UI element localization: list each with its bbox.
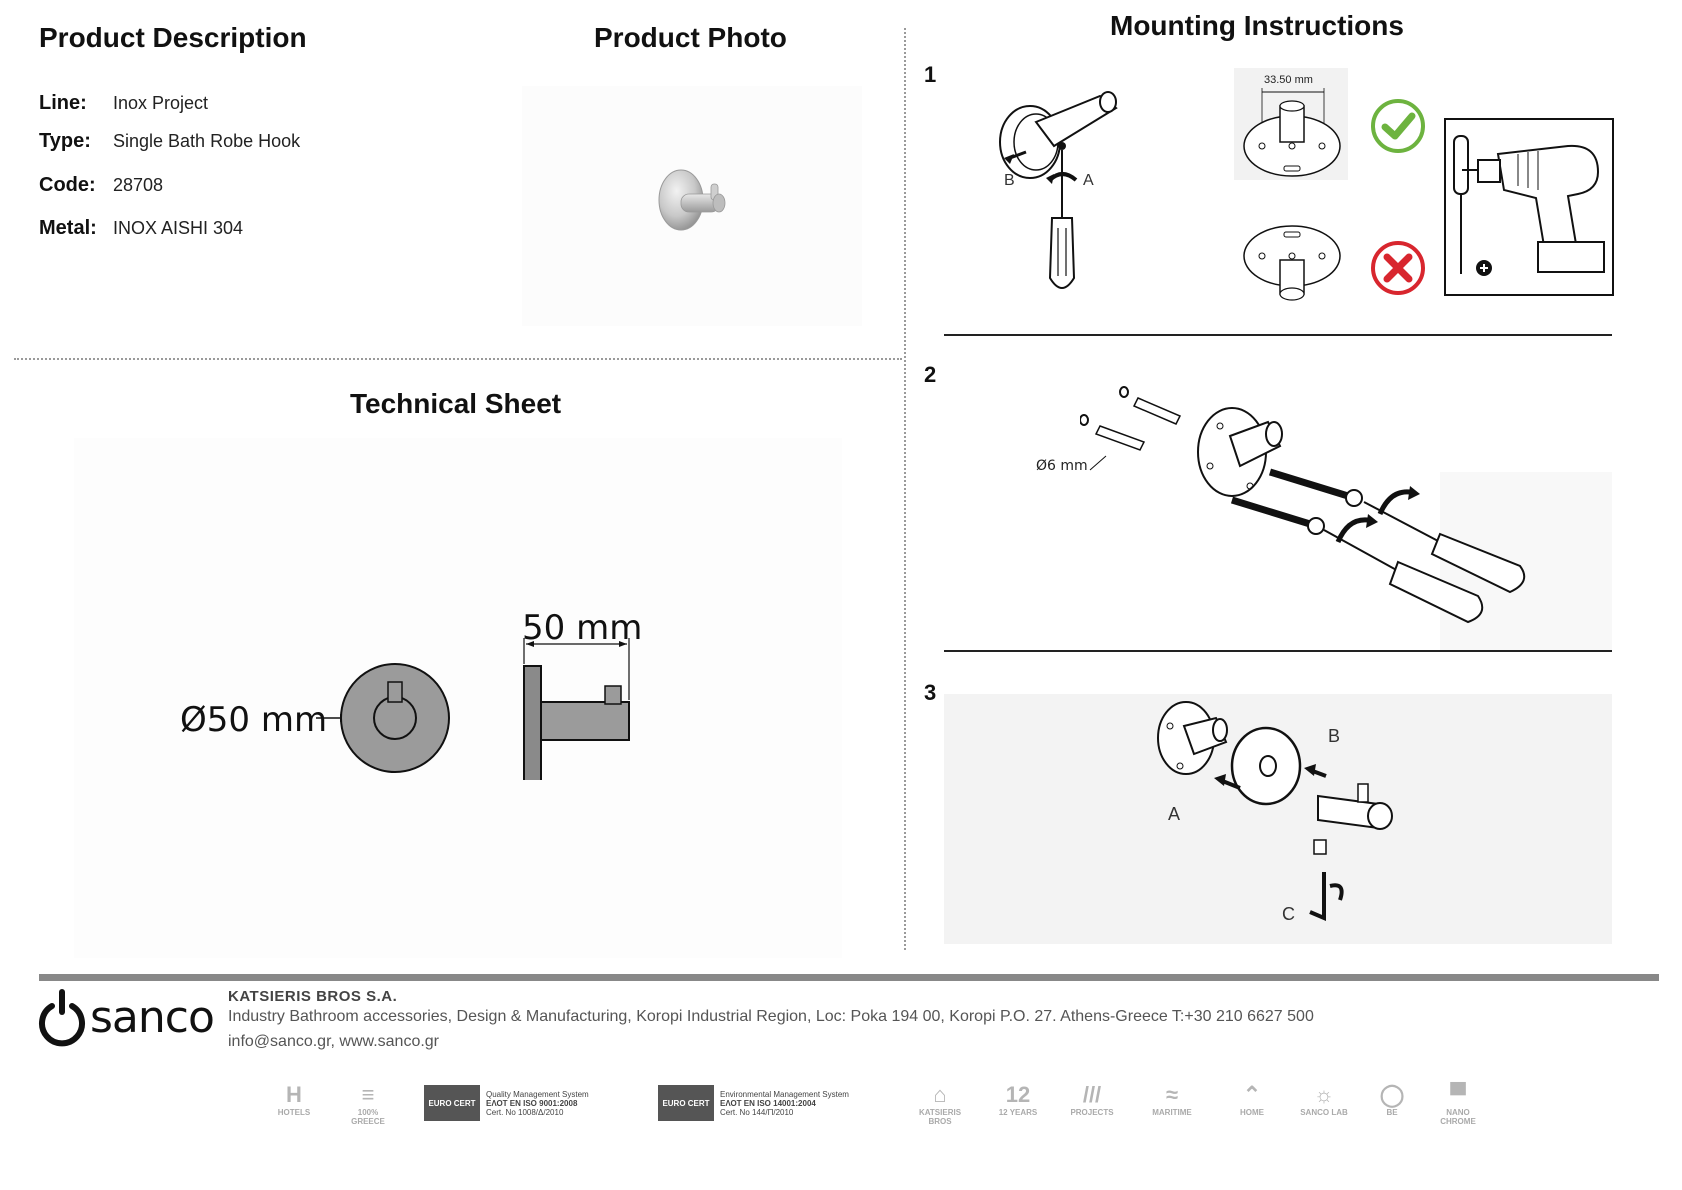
step1-dimension-label: 33.50 mm	[1264, 74, 1313, 86]
environmental-cert: EURO CERT Environmental Management Syste…	[658, 1084, 849, 1122]
step3-assembly-drawing	[1157, 701, 1393, 922]
company-name: KATSIERIS BROS S.A.	[228, 988, 398, 1005]
mark-label: HOME	[1240, 1108, 1264, 1117]
home-mark: ⌃HOME	[1224, 1082, 1280, 1126]
cert-standard: ΕΛΟΤ EN ISO 14001:2004	[720, 1098, 816, 1108]
spec-metal: Metal: INOX AISHI 304	[39, 217, 243, 240]
greek-flag-icon: ≡	[361, 1082, 375, 1107]
cert-number: Cert. No 1008/Δ/2010	[486, 1107, 564, 1117]
vertical-divider	[904, 28, 906, 950]
cert-text: Environmental Management System ΕΛΟΤ EN …	[720, 1090, 849, 1117]
spec-value: Inox Project	[113, 93, 209, 113]
spec-key: Line:	[39, 92, 87, 114]
step1-label-a: A	[1083, 172, 1094, 189]
mark-label: 100% GREECE	[351, 1108, 385, 1126]
slashes-icon: ///	[1082, 1082, 1102, 1107]
spec-value: 28708	[113, 175, 164, 195]
mark-label: HOTELS	[277, 1108, 311, 1117]
product-description-heading: Product Description	[39, 22, 307, 53]
depth-label: 50 mm	[522, 608, 643, 648]
quality-cert: EURO CERT Quality Management System ΕΛΟΤ…	[424, 1084, 589, 1122]
projects-mark: ///PROJECTS	[1064, 1082, 1120, 1126]
faucet-icon: ▀	[1450, 1082, 1466, 1107]
product-photo-image	[658, 169, 726, 231]
sanco-logo-text: sanco	[90, 992, 215, 1043]
bulb-icon: ☼	[1313, 1082, 1335, 1107]
home-icon: ⌃	[1242, 1082, 1262, 1107]
nano-mark: ▀NANO CHROME	[1430, 1082, 1486, 1126]
step2-drill-label: Ø6 mm	[1036, 458, 1088, 474]
spec-key: Metal:	[39, 217, 97, 239]
be-mark: ◯BE	[1364, 1082, 1420, 1126]
step1-wrong-plate	[1243, 225, 1341, 301]
lab-mark: ☼SANCO LAB	[1296, 1082, 1352, 1126]
wave-icon: ≈	[1165, 1082, 1179, 1107]
step3-label-b: B	[1328, 726, 1341, 746]
company-address: Industry Bathroom accessories, Design & …	[228, 1008, 1314, 1025]
mounting-instructions-heading: Mounting Instructions	[1110, 10, 1404, 41]
diameter-label: Ø50 mm	[180, 700, 328, 740]
sanco-drop-logo-icon	[39, 989, 85, 1047]
spec-key: Code:	[39, 174, 96, 196]
horizontal-divider	[14, 358, 902, 360]
mark-label: BE	[1386, 1108, 1398, 1117]
twelve-years-icon: 12	[1005, 1082, 1031, 1107]
eurocert-badge: EURO CERT	[424, 1085, 480, 1121]
step1-correct-plate	[1243, 88, 1341, 177]
step2-wall-plugs-drawing	[1080, 386, 1526, 624]
step1-screwdriver-drawing	[999, 91, 1118, 289]
step-separator	[944, 650, 1612, 652]
spec-value: INOX AISHI 304	[113, 218, 244, 238]
step-number-3: 3	[924, 680, 937, 705]
spec-code: Code: 28708	[39, 174, 163, 197]
technical-drawing-area	[74, 438, 842, 958]
katsieris-mark: ⌂KATSIERIS BROS	[912, 1082, 968, 1126]
spec-value: Single Bath Robe Hook	[113, 131, 301, 151]
cert-text: Quality Management System ΕΛΟΤ EN ISO 90…	[486, 1090, 589, 1117]
cross-icon	[1371, 241, 1425, 295]
cert-title: Quality Management System	[486, 1089, 589, 1099]
company-contact: info@sanco.gr, www.sanco.gr	[228, 1033, 440, 1050]
step-number-2: 2	[924, 362, 937, 387]
hotels-icon: H	[286, 1082, 302, 1107]
mark-label: PROJECTS	[1070, 1108, 1114, 1117]
mark-label: KATSIERIS BROS	[918, 1108, 962, 1126]
spec-key: Type:	[39, 130, 91, 152]
step3-label-a: A	[1168, 804, 1181, 824]
eurocert-badge: EURO CERT	[658, 1085, 714, 1121]
mark-label: SANCO LAB	[1300, 1108, 1348, 1117]
roof-icon: ⌂	[933, 1082, 947, 1107]
cert-standard: ΕΛΟΤ EN ISO 9001:2008	[486, 1098, 578, 1108]
step1-label-b: B	[1004, 172, 1015, 189]
tools-panel	[1444, 118, 1614, 296]
footer-bar	[39, 974, 1659, 981]
spec-type: Type: Single Bath Robe Hook	[39, 130, 300, 153]
mark-label: MARITIME	[1152, 1108, 1192, 1117]
circle-icon: ◯	[1379, 1082, 1405, 1107]
maritime-mark: ≈MARITIME	[1144, 1082, 1200, 1126]
cert-title: Environmental Management System	[720, 1089, 849, 1099]
technical-sheet-heading: Technical Sheet	[350, 388, 562, 419]
cert-number: Cert. No 144/Π/2010	[720, 1107, 794, 1117]
step3-label-c: C	[1282, 904, 1295, 924]
mark-label: NANO CHROME	[1440, 1108, 1476, 1126]
greece-mark: ≡100% GREECE	[340, 1082, 396, 1126]
step-number-1: 1	[924, 62, 937, 87]
technical-drawing	[316, 638, 630, 780]
check-icon	[1371, 99, 1425, 153]
step-separator	[944, 334, 1612, 336]
spec-line: Line: Inox Project	[39, 92, 208, 115]
mark-label: 12 YEARS	[998, 1108, 1038, 1117]
drill-and-screwdriver-icon	[1453, 135, 1605, 276]
product-photo-heading: Product Photo	[594, 22, 787, 53]
